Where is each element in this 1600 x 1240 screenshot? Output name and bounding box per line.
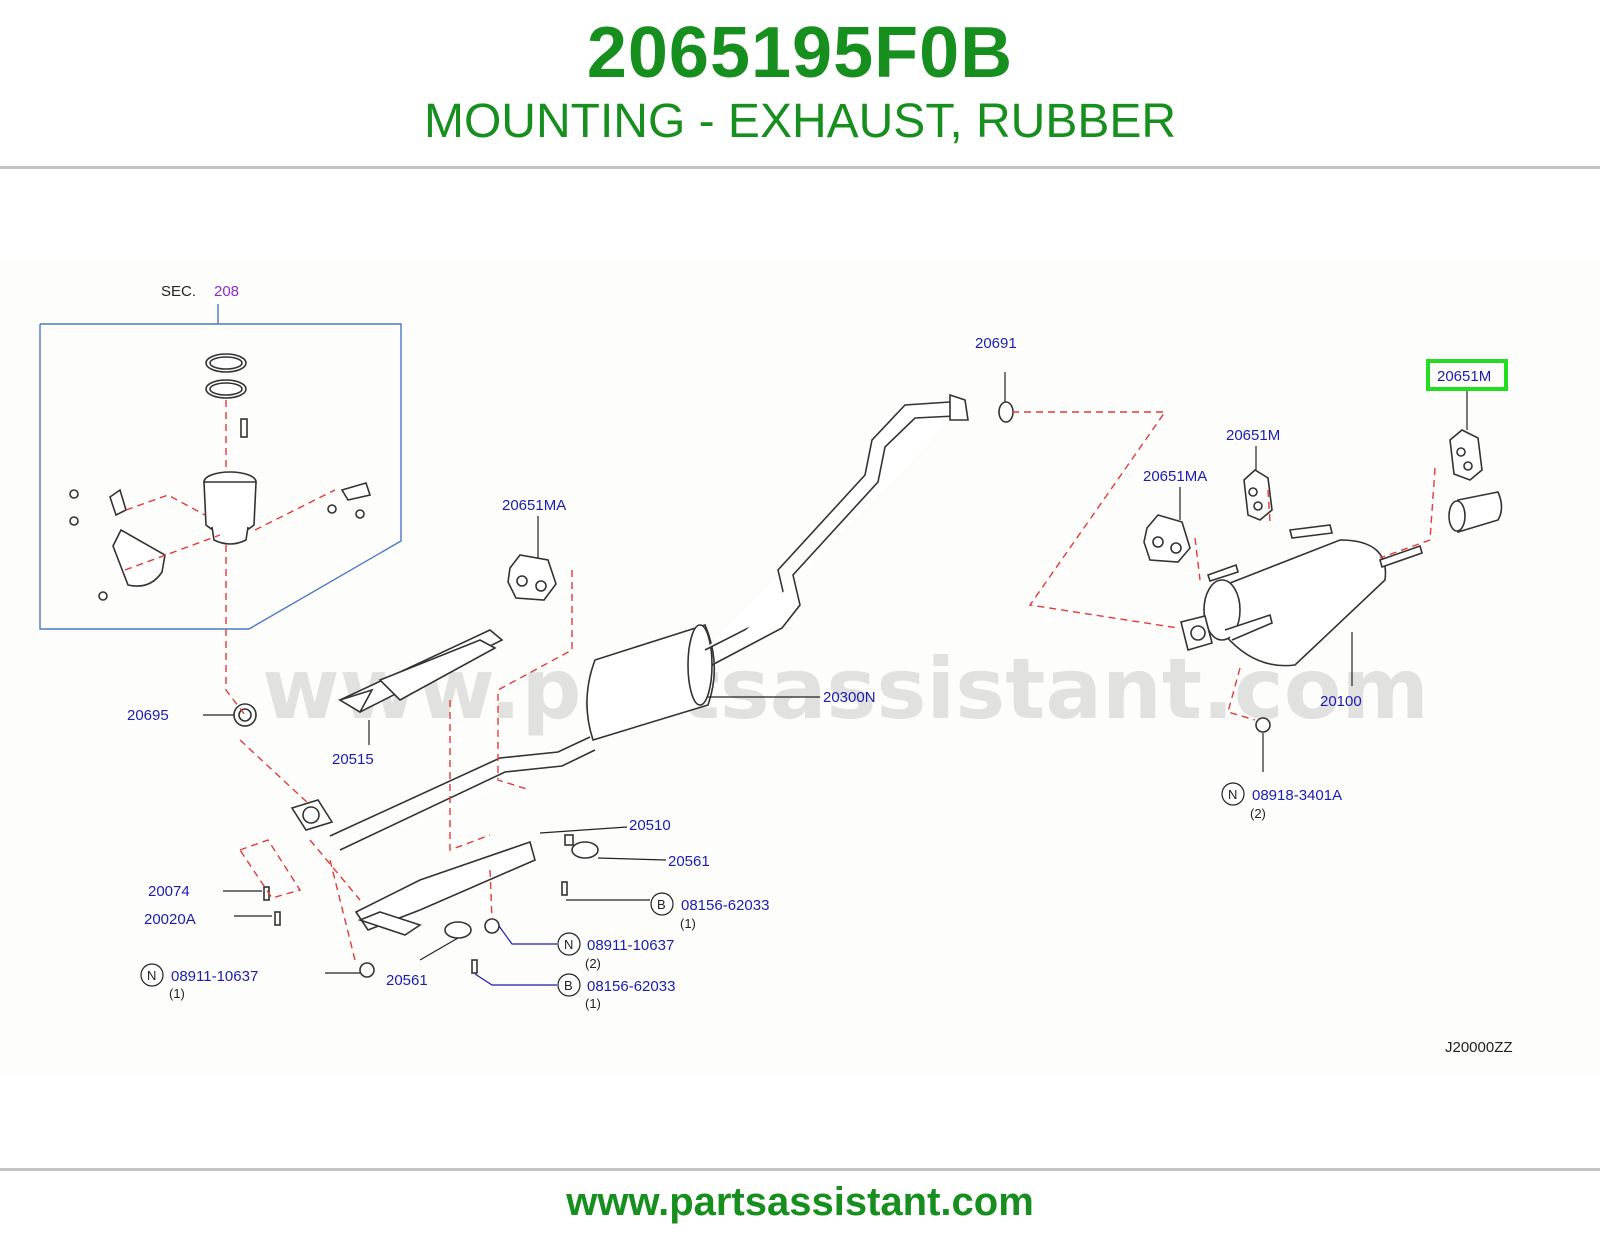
label-20651M-highlighted[interactable]: 20651M <box>1437 368 1491 385</box>
nut-badge-icon <box>140 963 164 987</box>
callout-bolt-lower: B 08156-62033 (1) <box>557 973 675 1011</box>
label-20691[interactable]: 20691 <box>975 335 1017 352</box>
label-20020A[interactable]: 20020A <box>144 911 196 928</box>
rubber-mount-20651M <box>1243 469 1273 521</box>
rubber-mount-20651MA-left <box>507 554 557 601</box>
badge-n-mid: N <box>564 937 573 952</box>
label-08156-62033-upper[interactable]: 08156-62033 <box>681 897 769 914</box>
label-08918-3401A[interactable]: 08918-3401A <box>1252 787 1342 804</box>
bolt-badge-icon <box>650 892 674 916</box>
qty-08918-3401A: (2) <box>1250 806 1266 821</box>
label-20651MA-right[interactable]: 20651MA <box>1143 468 1207 485</box>
section-box <box>39 323 402 630</box>
rubber-mount-20651M-highlighted <box>1449 429 1483 481</box>
qty-08156-62033-upper: (1) <box>680 916 696 931</box>
label-08911-10637-mid[interactable]: 08911-10637 <box>587 937 674 954</box>
footer-divider <box>0 1168 1600 1171</box>
callout-nut-right: N 08918-3401A (2) <box>1221 782 1342 821</box>
label-20695[interactable]: 20695 <box>127 707 169 724</box>
nut-badge-icon <box>557 932 581 956</box>
callout-nut-left: N 08911-10637 (1) <box>140 963 258 1001</box>
callout-bolt-upper: B 08156-62033 (1) <box>650 892 769 931</box>
footer-site-link[interactable]: www.partsassistant.com <box>566 1180 1034 1224</box>
qty-08911-10637-mid: (2) <box>585 956 601 971</box>
nut-badge-icon <box>1221 782 1245 806</box>
label-20300N[interactable]: 20300N <box>823 689 876 706</box>
center-pipe-resonator <box>290 393 969 851</box>
badge-b-upper: B <box>657 897 666 912</box>
part-title: MOUNTING - EXHAUST, RUBBER <box>423 95 1177 148</box>
alignment-lines <box>225 411 1436 961</box>
section-prefix: SEC. <box>161 283 196 300</box>
label-08911-10637-left[interactable]: 08911-10637 <box>171 968 258 985</box>
label-08156-62033-lower[interactable]: 08156-62033 <box>587 978 675 995</box>
label-20561-lower[interactable]: 20561 <box>386 972 428 989</box>
label-20651M[interactable]: 20651M <box>1226 427 1280 444</box>
badge-b-lower: B <box>564 978 573 993</box>
badge-n-left: N <box>147 968 156 983</box>
section-link-208[interactable]: 208 <box>214 283 239 300</box>
catalyst-assembly <box>69 353 372 601</box>
bolt-badge-icon <box>557 973 581 997</box>
qty-08911-10637-left: (1) <box>169 986 185 1001</box>
badge-n-right: N <box>1228 787 1237 802</box>
leader-lines <box>203 372 1468 986</box>
exhaust-diagram-svg: www.partsassistant.com SEC. 208 <box>39 283 1513 1056</box>
small-fittings <box>233 401 1271 978</box>
label-20651MA-left[interactable]: 20651MA <box>502 497 566 514</box>
label-20561-upper[interactable]: 20561 <box>668 853 710 870</box>
part-number: 2065195F0B <box>586 13 1014 93</box>
label-20100[interactable]: 20100 <box>1320 693 1362 710</box>
page-header: 2065195F0B MOUNTING - EXHAUST, RUBBER <box>0 0 1600 168</box>
diagram-code: J20000ZZ <box>1445 1039 1513 1056</box>
highlight-box <box>1426 359 1508 391</box>
label-20074[interactable]: 20074 <box>148 883 190 900</box>
label-20510[interactable]: 20510 <box>629 817 671 834</box>
rubber-mount-20651MA-right <box>1143 514 1191 563</box>
label-20515[interactable]: 20515 <box>332 751 374 768</box>
qty-08156-62033-lower: (1) <box>585 996 601 1011</box>
callout-nut-mid: N 08911-10637 (2) <box>557 932 674 971</box>
parts-diagram: www.partsassistant.com SEC. 208 <box>0 262 1600 1074</box>
heat-insulator-20515 <box>338 629 504 714</box>
header-divider <box>0 166 1600 169</box>
main-muffler <box>1180 491 1503 667</box>
heat-insulator-20510 <box>354 840 536 936</box>
